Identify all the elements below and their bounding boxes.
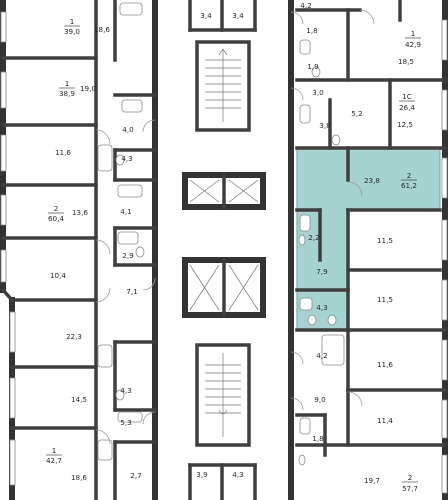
room-area: 4,3 bbox=[121, 154, 132, 163]
room-area: 23,8 bbox=[364, 176, 380, 185]
room-area: 3,8 bbox=[319, 121, 331, 130]
svg-text:26,4: 26,4 bbox=[399, 103, 415, 112]
apartment-labels: 1 39,0 1 38,9 2 60,4 1 42,7 1 42,9 1С 26… bbox=[46, 17, 421, 493]
left-wing-walls bbox=[0, 0, 158, 500]
apartment-label-right-bottom[interactable]: 2 57,7 bbox=[402, 473, 418, 493]
apartment-label-right-studio[interactable]: 1С 26,4 bbox=[399, 92, 415, 112]
svg-text:42,7: 42,7 bbox=[46, 456, 62, 465]
room-area: 18,6 bbox=[94, 25, 110, 34]
room-area: 22,3 bbox=[66, 332, 82, 341]
room-area: 11,5 bbox=[377, 295, 393, 304]
room-area: 1,8 bbox=[312, 434, 324, 443]
room-area: 11,4 bbox=[377, 416, 393, 425]
svg-text:1: 1 bbox=[65, 79, 70, 88]
room-area: 5,3 bbox=[120, 418, 131, 427]
room-area: 3,0 bbox=[312, 88, 324, 97]
room-area: 4,2 bbox=[316, 351, 327, 360]
room-area: 18,5 bbox=[398, 57, 414, 66]
room-area: 18,6 bbox=[71, 473, 87, 482]
room-area: 11,6 bbox=[377, 360, 393, 369]
svg-text:38,9: 38,9 bbox=[59, 89, 75, 98]
room-area: 4,3 bbox=[316, 303, 327, 312]
room-area: 4,1 bbox=[120, 207, 131, 216]
room-area: 19,0 bbox=[80, 84, 96, 93]
room-area: 3,9 bbox=[196, 470, 208, 479]
room-area: 13,6 bbox=[72, 208, 88, 217]
svg-text:1: 1 bbox=[411, 29, 416, 38]
room-area: 2,9 bbox=[122, 251, 134, 260]
svg-text:1С: 1С bbox=[402, 92, 412, 101]
core-walls bbox=[182, 0, 294, 500]
room-area: 7,1 bbox=[126, 287, 137, 296]
right-wing-windows bbox=[441, 19, 448, 494]
svg-text:61,2: 61,2 bbox=[401, 181, 417, 190]
room-area: 1,9 bbox=[307, 62, 319, 71]
room-area: 4,3 bbox=[232, 470, 243, 479]
left-wing-doors bbox=[95, 119, 156, 445]
room-area: 10,4 bbox=[50, 271, 66, 280]
stair-details bbox=[189, 48, 259, 437]
apartment-label-right-selected[interactable]: 2 61,2 bbox=[401, 171, 417, 190]
room-area: 1,8 bbox=[306, 26, 318, 35]
room-area: 11,5 bbox=[377, 236, 393, 245]
apartment-label-right-top[interactable]: 1 42,9 bbox=[405, 29, 421, 49]
room-area: 11,6 bbox=[55, 148, 71, 157]
room-labels: 18,6 19,0 4,0 11,6 4,3 13,6 4,1 2,9 10,4… bbox=[50, 1, 414, 485]
room-area: 19,7 bbox=[364, 476, 380, 485]
room-area: 5,2 bbox=[351, 109, 362, 118]
apartment-label-left-top[interactable]: 1 39,0 bbox=[64, 17, 80, 36]
svg-text:42,9: 42,9 bbox=[405, 40, 421, 49]
right-wing-fixtures bbox=[298, 39, 345, 466]
apartment-label-left-bottom[interactable]: 1 42,7 bbox=[46, 446, 62, 465]
svg-text:57,7: 57,7 bbox=[402, 484, 418, 493]
room-area: 4,0 bbox=[122, 125, 134, 134]
room-area: 14,5 bbox=[71, 395, 87, 404]
room-area: 4,2 bbox=[300, 1, 311, 10]
room-area: 9,0 bbox=[314, 395, 326, 404]
svg-text:2: 2 bbox=[407, 171, 412, 180]
room-area: 7,9 bbox=[316, 267, 328, 276]
svg-text:60,4: 60,4 bbox=[48, 214, 64, 223]
left-wing-windows bbox=[0, 11, 16, 486]
svg-text:2: 2 bbox=[408, 473, 413, 482]
room-area: 4,3 bbox=[120, 386, 131, 395]
svg-text:1: 1 bbox=[70, 17, 75, 26]
left-wing-fixtures bbox=[97, 2, 145, 461]
svg-text:39,0: 39,0 bbox=[64, 27, 80, 36]
svg-text:1: 1 bbox=[52, 446, 57, 455]
right-wing-doors bbox=[290, 9, 375, 411]
room-area: 2,7 bbox=[130, 471, 141, 480]
svg-text:2: 2 bbox=[54, 204, 59, 213]
room-area: 12,5 bbox=[397, 120, 413, 129]
apartment-label-left-3[interactable]: 2 60,4 bbox=[48, 204, 64, 223]
room-area: 2,2 bbox=[308, 233, 319, 242]
room-area: 3,4 bbox=[232, 11, 244, 20]
apartment-label-left-2[interactable]: 1 38,9 bbox=[59, 79, 75, 98]
room-area: 3,4 bbox=[200, 11, 212, 20]
